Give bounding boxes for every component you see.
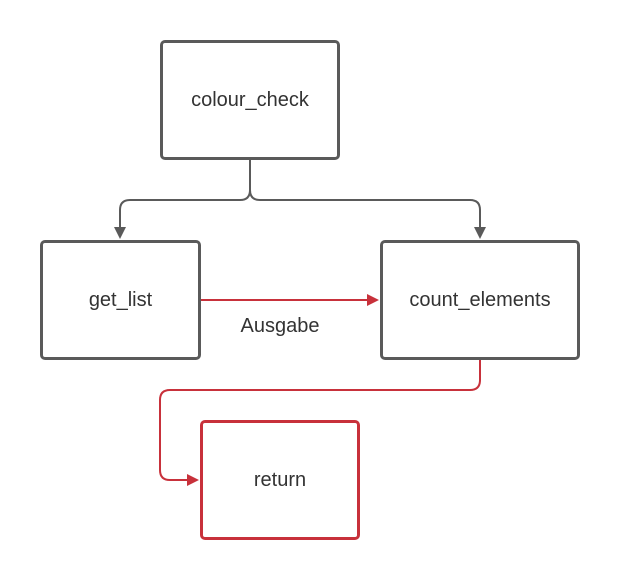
connector-colour-check-to-get-list	[114, 160, 251, 239]
node-label-get-list: get_list	[88, 288, 153, 311]
node-label-colour-check: colour_check	[191, 88, 309, 111]
node-get-list[interactable]: get_list	[40, 240, 201, 360]
node-return[interactable]: return	[200, 420, 360, 540]
node-label-return: return	[253, 468, 307, 491]
connector-colour-check-to-count-elements	[249, 160, 486, 239]
node-label-count-elements: count_elements	[409, 288, 551, 311]
connector-count-elements-to-return	[159, 360, 481, 486]
edge-label-ausgabe: Ausgabe	[240, 315, 320, 337]
node-colour-check[interactable]: colour_check	[160, 40, 340, 160]
node-count-elements[interactable]: count_elements	[380, 240, 580, 360]
